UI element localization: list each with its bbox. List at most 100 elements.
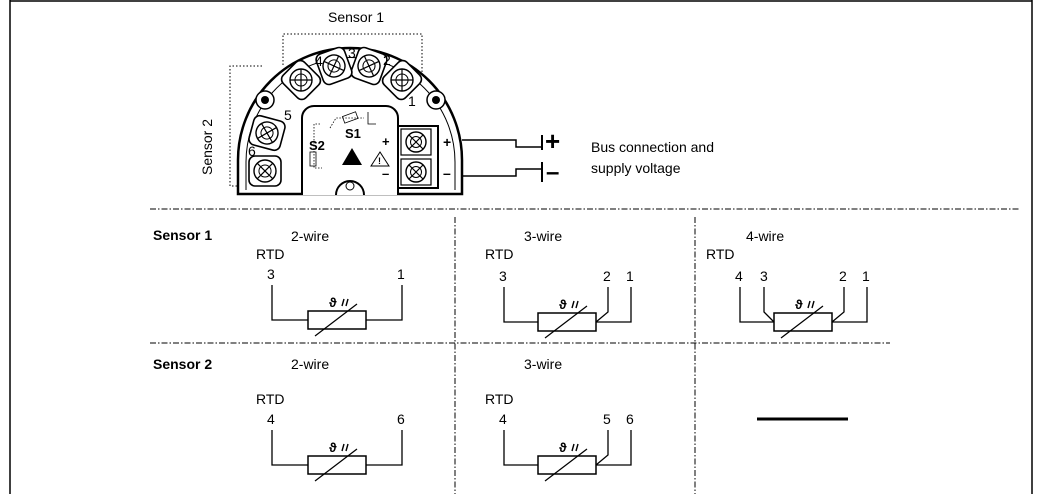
terminal-block: Sensor 1 Sensor 2 1 2 3 4 5 6 S1 S2: [199, 9, 714, 196]
terminal-number-2: 2: [383, 52, 391, 68]
rtd-body: [307, 310, 367, 330]
rtd-slash: [780, 305, 824, 339]
cell-title: 4-wire: [746, 228, 784, 244]
rtd-resistor: ϑ: [307, 295, 367, 337]
cell-sensor1-2wire: 2-wire RTD 3 1 ϑ: [256, 228, 405, 337]
mounting-hole-left-center: [261, 96, 269, 104]
cell-sensor1-3wire: 3-wire RTD 3 2 1 ϑ: [485, 228, 634, 339]
theta-symbol: ϑ: [329, 440, 337, 455]
screw-terminal: [405, 161, 427, 183]
pin-label: 6: [397, 411, 405, 427]
wire: [832, 287, 868, 323]
rtd-slash: [544, 448, 588, 482]
rtd-label: RTD: [706, 246, 735, 262]
wire: [503, 430, 538, 466]
pin-label: 2: [839, 268, 847, 284]
screw-ring: [395, 73, 409, 87]
screw-ring: [260, 126, 274, 140]
pin-label: 1: [397, 266, 405, 282]
wire: [596, 287, 632, 323]
sensor-terminal-clamp: [381, 59, 423, 101]
screw-terminal: [405, 131, 427, 153]
screw-ring: [410, 166, 422, 178]
bus-connection-line2: supply voltage: [591, 160, 681, 176]
rtd-body: [537, 455, 597, 475]
screw-slot: [256, 162, 274, 180]
rtd-body: [307, 455, 367, 475]
screw-slot: [358, 60, 380, 72]
wire: [503, 287, 538, 323]
terminal-number-4: 4: [315, 53, 323, 69]
s2-label: S2: [309, 138, 325, 153]
screw-slot: [300, 69, 302, 91]
rtd-slash: [314, 448, 358, 482]
screw-terminal: [289, 68, 313, 92]
theta-symbol: ϑ: [559, 297, 567, 312]
sensor2-side-label: Sensor 2: [199, 119, 215, 175]
screw-ring: [258, 164, 272, 178]
pin-label: 3: [267, 266, 275, 282]
pin-label: 3: [760, 268, 768, 284]
screw-slot: [408, 134, 424, 150]
wire: [831, 287, 845, 323]
supply-plus-symbol: +: [545, 126, 560, 156]
bus-minus-label: –: [443, 165, 451, 181]
pin-label: 1: [862, 268, 870, 284]
rtd-resistor: ϑ: [537, 440, 597, 482]
supply-minus-symbol: –: [546, 159, 559, 186]
sensor1-bracket: [282, 33, 423, 76]
window-plus-label: +: [382, 134, 390, 149]
sensor-terminal-clamp: [315, 46, 353, 86]
rtd-label: RTD: [256, 391, 285, 407]
rtd-resistor: ϑ: [537, 297, 597, 339]
s1-mini-rtd: [341, 111, 359, 124]
cell-title: 2-wire: [291, 228, 329, 244]
warning-icon-mark: !: [378, 156, 381, 166]
s1-mini-wire: [329, 117, 364, 129]
screw-terminal: [357, 54, 381, 78]
terminal-number-1: 1: [408, 93, 416, 109]
pin-label: 4: [735, 268, 743, 284]
double-arrow-icon: [807, 300, 815, 309]
notch-hole: [345, 181, 355, 191]
wire: [271, 285, 308, 321]
screw-ring: [410, 136, 422, 148]
cell-title: 3-wire: [524, 356, 562, 372]
rtd-label: RTD: [256, 246, 285, 262]
screw-terminal: [253, 159, 277, 183]
s1-mini-wire-2: [367, 112, 376, 125]
double-arrow-icon: [341, 443, 349, 452]
pin-label: 4: [499, 411, 507, 427]
pin-label: 1: [626, 268, 634, 284]
pin-label: 2: [603, 268, 611, 284]
cell-sensor2-2wire: 2-wire RTD 4 6 ϑ: [256, 356, 405, 482]
theta-symbol: ϑ: [559, 440, 567, 455]
pin-label: 3: [499, 268, 507, 284]
rtd-body: [537, 312, 597, 332]
wire: [739, 287, 774, 323]
cell-title: 2-wire: [291, 356, 329, 372]
rtd-body: [773, 312, 833, 332]
wire: [596, 430, 632, 466]
wire: [366, 285, 403, 321]
rtd-label: RTD: [485, 391, 514, 407]
sensor-terminal-clamp: [350, 46, 388, 86]
pin-label: 4: [267, 411, 275, 427]
screw-slot: [408, 164, 424, 180]
mounting-hole-right-center: [432, 96, 440, 104]
screw-terminal: [255, 121, 279, 145]
esd-icon: [342, 148, 362, 165]
window-minus-label: –: [382, 166, 389, 181]
rtd-resistor: ϑ: [773, 297, 833, 339]
s2-mini-rtd: [309, 151, 317, 167]
terminal-number-3: 3: [348, 45, 356, 61]
theta-symbol: ϑ: [329, 295, 337, 310]
screw-slot: [391, 79, 413, 81]
wire: [763, 287, 775, 323]
screw-ring: [362, 59, 376, 73]
wire: [366, 430, 403, 466]
double-arrow-icon: [571, 300, 579, 309]
terminal-number-6: 6: [248, 143, 256, 159]
cell-sensor2-3wire: 3-wire RTD 4 5 6 ϑ: [485, 356, 634, 482]
